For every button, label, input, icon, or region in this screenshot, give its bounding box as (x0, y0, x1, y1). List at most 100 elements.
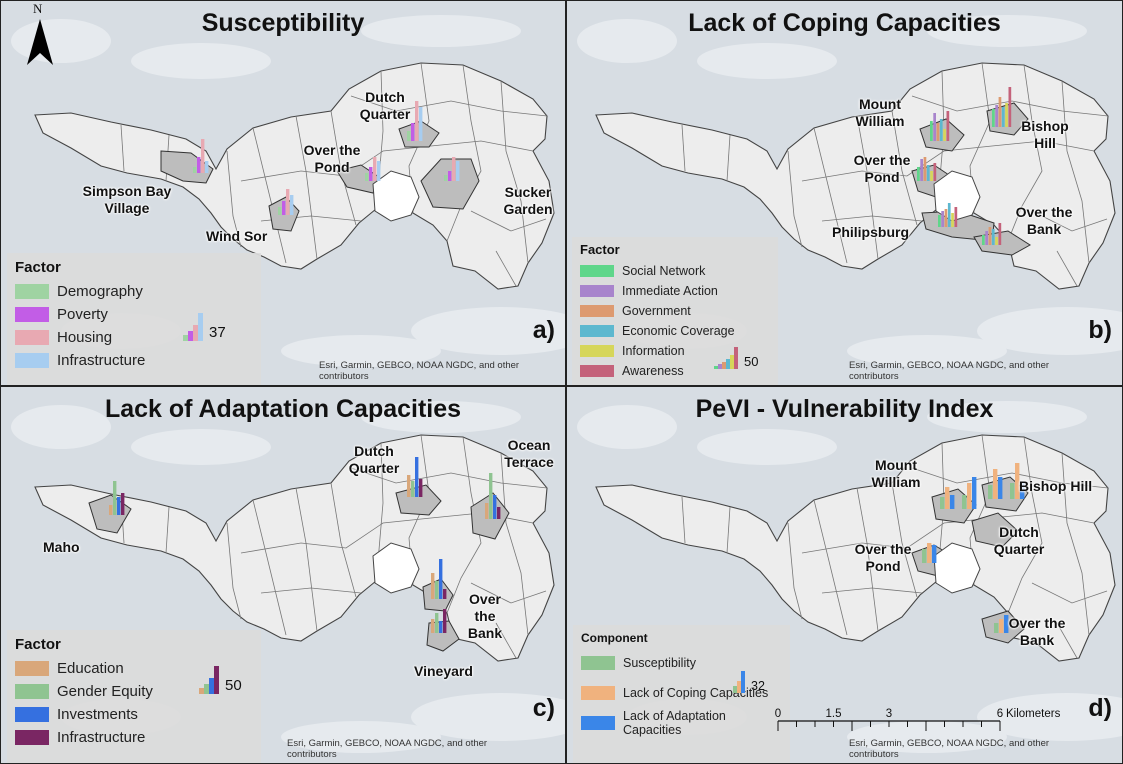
legend-label: Infrastructure (57, 351, 146, 369)
chart-bar (998, 477, 1003, 499)
size-key-max: 37 (209, 324, 226, 341)
chart-bar (945, 487, 950, 509)
legend-item: Housing (15, 326, 253, 349)
size-key: 37 (183, 313, 226, 341)
chart-bar (411, 481, 415, 497)
legend-item: Information (580, 341, 770, 361)
legend-label: Lack of Adaptation Capacities (623, 709, 726, 737)
chart-bar (109, 505, 113, 515)
legend-title: Component (581, 631, 648, 645)
legend-item: Lack of Coping Capacities (581, 678, 782, 708)
chart-bar (938, 215, 941, 227)
legend-label: Social Network (622, 263, 706, 278)
panel-pevi-vulnerability-index: PeVI - Vulnerability Index Mount William… (566, 386, 1123, 764)
legend-label: Infrastructure (57, 728, 146, 746)
legend-item: Susceptibility (581, 648, 782, 678)
panel-lack-of-coping-capacities: Lack of Coping Capacities Mount William … (566, 0, 1123, 386)
legend-swatch (15, 730, 49, 745)
chart-bar (282, 201, 286, 215)
place-label: Over the Pond (854, 541, 912, 574)
chart-bar (419, 107, 423, 141)
size-key-bar (730, 355, 734, 369)
panel-title: Susceptibility (201, 9, 365, 37)
size-key: 50 (199, 666, 242, 694)
chart-bar (369, 167, 373, 181)
size-key-bar (741, 671, 745, 693)
legend-item: Infrastructure (15, 726, 253, 749)
chart-bar (201, 139, 205, 173)
legend-swatch (580, 345, 614, 357)
panel-title: PeVI - Vulnerability Index (695, 395, 994, 423)
legend-swatch (580, 285, 614, 297)
panel-letter: d) (1088, 694, 1112, 722)
size-key-bar (204, 684, 209, 694)
legend-title: Factor (15, 259, 61, 276)
chart-bar (193, 167, 197, 173)
chart-bar (995, 105, 998, 127)
chart-bar (431, 619, 435, 633)
place-label: Simpson Bay Village (82, 183, 172, 216)
chart-bar (121, 493, 125, 515)
size-key-bar (188, 331, 193, 341)
panel-letter: a) (532, 316, 555, 344)
scale-tick-label: 6 (997, 708, 1003, 720)
chart-bar (988, 227, 992, 245)
chart-bar (1010, 483, 1015, 499)
legend-item: Immediate Action (580, 281, 770, 301)
legend-swatch (580, 305, 614, 317)
legend-item: Demography (15, 280, 253, 303)
chart-bar (431, 573, 435, 599)
size-key-bar (214, 666, 219, 694)
chart-bar (995, 237, 998, 245)
chart-bar (1015, 463, 1020, 499)
legend-swatch (15, 284, 49, 299)
legend-swatch (580, 365, 614, 377)
place-label: Over the Pond (303, 142, 361, 175)
place-label: Mount William (871, 457, 921, 490)
attribution: Esri, Garmin, GEBCO, NOAA NGDC, and othe… (849, 360, 1050, 382)
chart-bar (443, 589, 447, 599)
size-key-max: 50 (744, 354, 759, 369)
size-key-bar (198, 313, 203, 341)
chart-bar (985, 231, 988, 245)
chart-bar (407, 131, 411, 141)
size-key: 50 (714, 347, 758, 369)
legend-label: Susceptibility (623, 656, 696, 670)
legend-swatch (15, 707, 49, 722)
legend-label: Poverty (57, 305, 108, 323)
scale-tick-label: 0 (775, 708, 781, 720)
chart-bar (411, 123, 415, 141)
chart-bar (922, 549, 927, 563)
legend-label: Information (622, 343, 685, 358)
legend-label: Gender Equity (57, 682, 153, 700)
panel-letter: c) (532, 694, 555, 722)
chart-bar (497, 507, 501, 519)
legend-item: Poverty (15, 303, 253, 326)
chart-bar (999, 619, 1004, 633)
size-key-bar (734, 347, 738, 369)
chart-bar (954, 207, 958, 227)
chart-bar (290, 195, 294, 215)
chart-bar (489, 473, 493, 519)
size-key: 32 (733, 671, 765, 693)
chart-bar (993, 469, 998, 499)
chart-bar (946, 111, 950, 141)
legend-label: Education (57, 659, 124, 677)
legend-swatch (581, 686, 615, 700)
legend-swatch (580, 265, 614, 277)
legend-title: Factor (15, 636, 61, 653)
chart-bar (972, 477, 977, 509)
legend-item: Infrastructure (15, 349, 253, 372)
chart-bar (1005, 103, 1008, 127)
place-label: Dutch Quarter (359, 89, 411, 122)
place-label: Vineyard (414, 663, 473, 679)
size-key-bar (718, 364, 722, 369)
chart-bar (439, 559, 443, 599)
place-label: Bishop Hill (1019, 478, 1093, 494)
chart-bar (933, 113, 936, 141)
size-key-bar (193, 325, 198, 341)
size-key-bar (726, 359, 730, 369)
